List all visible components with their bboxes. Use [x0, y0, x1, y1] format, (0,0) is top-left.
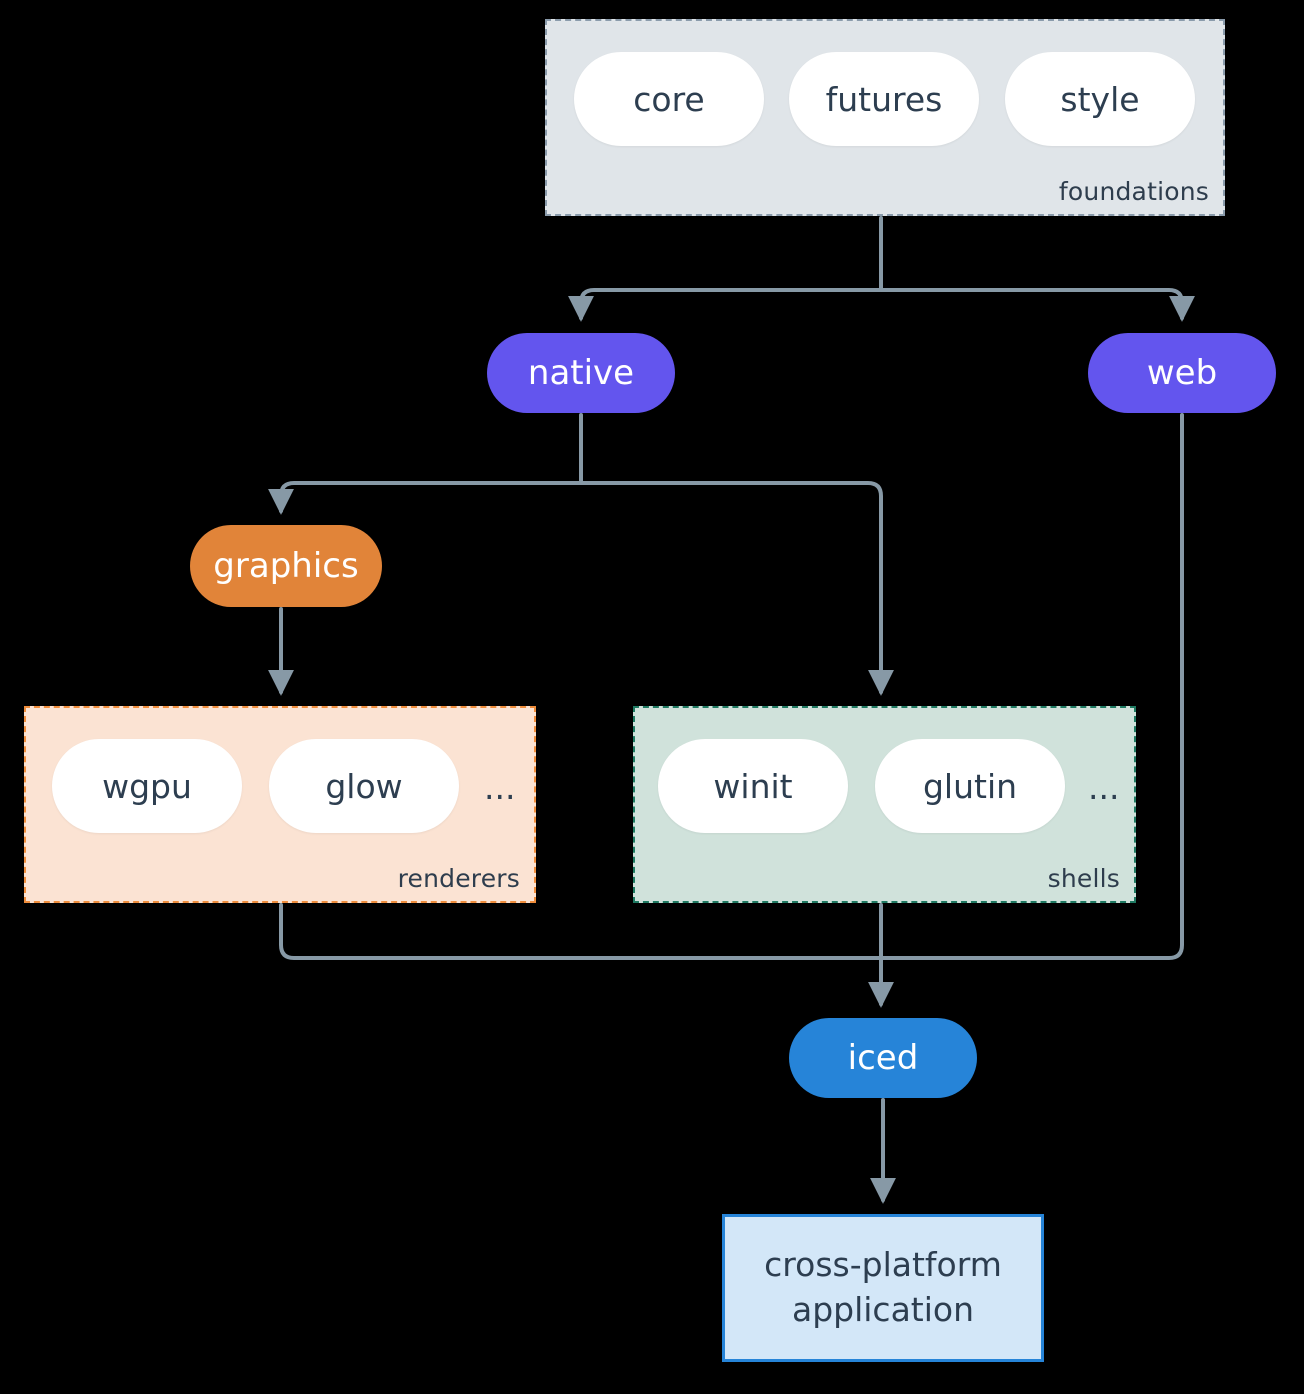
- renderers-more-ellipsis: ...: [484, 768, 516, 807]
- shells-more-ellipsis: ...: [1088, 768, 1120, 807]
- node-web-label: web: [1146, 353, 1218, 393]
- edge-native-to-shells: [579, 481, 894, 696]
- node-glow[interactable]: glow: [269, 739, 459, 833]
- cluster-foundations[interactable]: core futures style foundations: [545, 19, 1225, 216]
- node-core-label: core: [633, 79, 705, 119]
- cluster-shells[interactable]: winit glutin ... shells: [633, 706, 1136, 903]
- node-web[interactable]: web: [1088, 333, 1276, 413]
- node-style-label: style: [1060, 79, 1140, 119]
- node-winit[interactable]: winit: [658, 739, 848, 833]
- node-iced-label: iced: [847, 1038, 919, 1078]
- node-graphics[interactable]: graphics: [190, 525, 382, 607]
- node-glow-label: glow: [325, 766, 403, 806]
- node-futures[interactable]: futures: [789, 52, 979, 146]
- edge-native-to-graphics: [268, 481, 583, 515]
- edge-foundations-to-web: [879, 288, 1195, 322]
- node-application-label-line2: application: [791, 1290, 975, 1329]
- node-application-label-line1: cross-platform: [764, 1245, 1002, 1285]
- node-native-label: native: [527, 353, 635, 393]
- node-wgpu-label: wgpu: [102, 766, 192, 806]
- node-futures-label: futures: [825, 79, 943, 119]
- node-application[interactable]: cross-platform application: [722, 1214, 1044, 1362]
- cluster-renderers[interactable]: wgpu glow ... renderers: [24, 706, 536, 903]
- node-core[interactable]: core: [574, 52, 764, 146]
- node-wgpu[interactable]: wgpu: [52, 739, 242, 833]
- node-graphics-label: graphics: [213, 546, 359, 586]
- cluster-renderers-label: renderers: [397, 864, 520, 893]
- edge-renderers-to-iced: [279, 903, 883, 960]
- node-glutin-label: glutin: [922, 766, 1018, 806]
- node-winit-label: winit: [713, 766, 793, 806]
- cluster-foundations-label: foundations: [1058, 177, 1209, 206]
- edge-foundations-to-native: [568, 288, 883, 322]
- node-style[interactable]: style: [1005, 52, 1195, 146]
- cluster-shells-label: shells: [1047, 864, 1120, 893]
- node-glutin[interactable]: glutin: [875, 739, 1065, 833]
- node-native[interactable]: native: [487, 333, 675, 413]
- node-iced[interactable]: iced: [789, 1018, 977, 1098]
